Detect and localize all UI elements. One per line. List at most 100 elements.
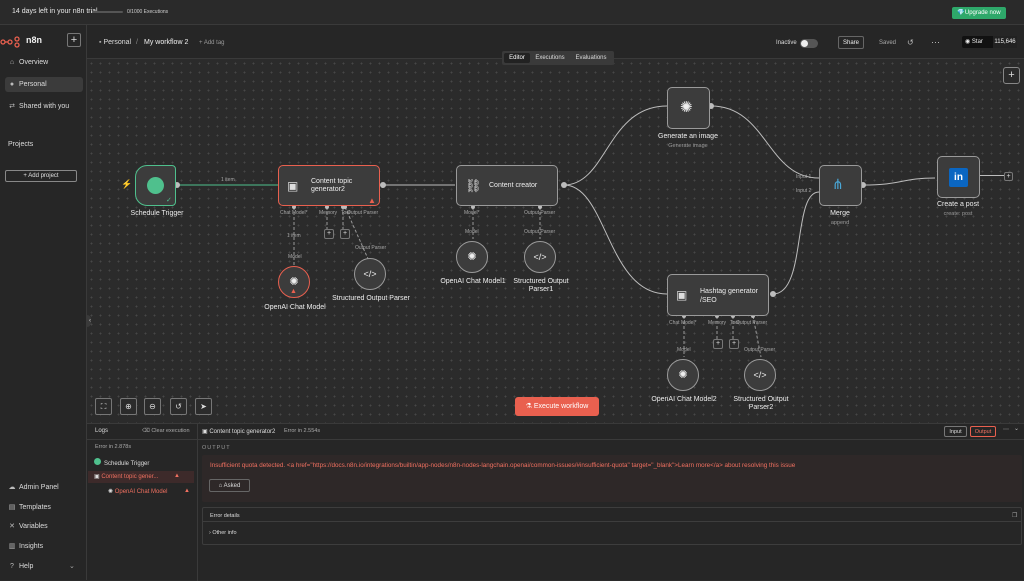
share-button[interactable]: Share	[838, 36, 864, 49]
collapse-sidebar-icon[interactable]: ‹	[87, 315, 91, 327]
error-message: Insufficient quota detected. <a href="ht…	[210, 462, 795, 469]
chevron-down-icon[interactable]: ⌄	[1014, 425, 1019, 432]
output-toggle-button[interactable]: Output	[970, 426, 996, 437]
node-content-creator[interactable]: ⛓ Content creator	[456, 165, 558, 206]
user-icon: ●	[7, 77, 17, 92]
breadcrumb[interactable]: ▪ Personal	[99, 39, 131, 46]
node-create-post[interactable]: in	[937, 156, 980, 198]
node-openai-chat-model2[interactable]: ✺	[667, 359, 699, 391]
create-button[interactable]: +	[67, 33, 81, 47]
tab-editor[interactable]: Editor	[504, 53, 530, 63]
more-options-icon[interactable]: ⋯	[931, 37, 940, 48]
openai-icon: ✺	[289, 276, 298, 288]
asked-button[interactable]: ⌂ Asked	[209, 479, 250, 492]
sidebar-item-admin-panel[interactable]: ☁Admin Panel	[5, 480, 83, 495]
clock-icon	[94, 458, 101, 465]
log-entry-openai[interactable]: ✺ OpenAI Chat Model▲	[108, 488, 167, 495]
openai-icon: ✺	[680, 98, 693, 116]
log-entry-ctg2[interactable]: ▣ Content topic gener...▲	[88, 471, 194, 483]
view-tabs: Editor Executions Evaluations	[502, 51, 614, 65]
node-label: Structured Output Parser	[331, 295, 411, 303]
cloud-icon: ☁	[7, 480, 17, 495]
node-label: Structured Output Parser1	[501, 278, 581, 294]
port-label: Output Parser	[347, 210, 378, 216]
sidebar-item-overview[interactable]: ⌂Overview	[5, 55, 83, 70]
add-memory-button[interactable]: +	[713, 339, 723, 349]
sidebar-item-insights[interactable]: ▥Insights	[5, 539, 83, 554]
executions-count: 0/1000 Executions	[127, 9, 168, 15]
zoom-out-icon[interactable]: ⊖	[144, 398, 161, 415]
other-info-toggle[interactable]: › Other info	[209, 530, 237, 536]
log-entry-schedule[interactable]: Schedule Trigger	[94, 458, 149, 467]
code-icon: </>	[363, 269, 376, 279]
add-memory-button[interactable]: +	[324, 229, 334, 239]
node-subtitle: append	[800, 220, 880, 226]
logs-header-divider	[87, 439, 1024, 440]
link-icon: ⛓	[465, 178, 482, 194]
node-label: Schedule Trigger	[117, 210, 197, 217]
add-tool-button[interactable]: +	[340, 229, 350, 239]
templates-icon: ▤	[7, 500, 17, 515]
node-structured-output-parser2[interactable]: </>	[744, 359, 776, 391]
node-merge[interactable]: ⋔	[819, 165, 862, 206]
clear-icon: ⌫	[142, 428, 151, 434]
node-structured-output-parser1[interactable]: </>	[524, 241, 556, 273]
sidebar-item-personal[interactable]: ●Personal	[5, 77, 83, 92]
openai-icon: ✺	[678, 369, 687, 381]
star-label: Star	[972, 39, 983, 45]
open-nodes-panel-button[interactable]: +	[1003, 67, 1020, 84]
reset-zoom-icon[interactable]: ↺	[170, 398, 187, 415]
trial-banner: 14 days left in your n8n trial 0/1000 Ex…	[0, 0, 1024, 25]
sidebar-item-templates[interactable]: ▤Templates	[5, 500, 83, 515]
node-structured-output-parser[interactable]: </>	[354, 258, 386, 290]
node-openai-chat-model1[interactable]: ✺	[456, 241, 488, 273]
add-project-button[interactable]: + Add project	[5, 170, 77, 182]
trial-text: 14 days left in your n8n trial	[12, 8, 98, 15]
input-toggle-button[interactable]: Input	[944, 426, 967, 437]
zoom-in-icon[interactable]: ⊕	[120, 398, 137, 415]
clear-execution-button[interactable]: ⌫ Clear execution	[142, 428, 190, 434]
share-icon: ⇄	[7, 99, 17, 114]
add-tool-button[interactable]: +	[729, 339, 739, 349]
port-label: Memory	[708, 320, 726, 326]
upgrade-button[interactable]: 💎Upgrade now	[952, 7, 1006, 19]
workflow-name[interactable]: My workflow 2	[144, 39, 188, 46]
node-generate-image[interactable]: ✺	[667, 87, 710, 129]
sidebar-item-help[interactable]: ?Help⌄	[5, 559, 83, 574]
edge-genimg-merge	[711, 106, 819, 178]
execute-workflow-button[interactable]: ⚗ Execute workflow	[515, 397, 599, 416]
options-icon[interactable]: ⋯	[1003, 426, 1009, 433]
node-hashtag-generator[interactable]: ▣ Hashtag generator /SEO	[667, 274, 769, 316]
sidebar-item-variables[interactable]: ✕Variables	[5, 519, 83, 534]
fit-view-icon[interactable]: ⛶	[95, 398, 112, 415]
tab-evaluations[interactable]: Evaluations	[570, 53, 612, 63]
edge-label: 1 item	[287, 233, 301, 239]
active-toggle[interactable]	[800, 39, 818, 48]
node-content-topic-generator2[interactable]: ▣ Content topic generator2 ▲	[278, 165, 380, 206]
code-icon: </>	[753, 370, 766, 380]
edge-label: 1 item	[221, 177, 235, 183]
sidebar-item-shared[interactable]: ⇄Shared with you	[5, 99, 83, 114]
add-tag-button[interactable]: + Add tag	[199, 40, 225, 46]
history-icon[interactable]: ↺	[907, 38, 914, 47]
port-label: Input 1	[796, 174, 811, 180]
workflow-canvas[interactable]: 1 item 1 item ⚡ ✓ Schedule Trigger ▣ Con…	[87, 59, 1024, 423]
tab-executions[interactable]: Executions	[532, 53, 568, 63]
variables-icon: ✕	[7, 519, 17, 534]
sidebar-item-label: Help	[19, 563, 33, 570]
port-label: Model	[288, 254, 302, 260]
node-openai-chat-model[interactable]: ✺▲	[278, 266, 310, 298]
brand-name: n8n	[26, 35, 42, 45]
port-label: Output Parser	[524, 229, 555, 235]
copy-icon[interactable]: ❐	[1012, 512, 1017, 519]
breadcrumb-separator: /	[136, 39, 138, 46]
sidebar-item-label: Shared with you	[19, 103, 69, 110]
robot-icon: ▣	[287, 179, 298, 193]
log-entry-label: Schedule Trigger	[104, 461, 149, 467]
node-schedule-trigger[interactable]: ✓	[135, 165, 176, 206]
linkedin-icon: in	[949, 168, 968, 187]
logs-error-time: Error in 2.878s	[95, 444, 131, 450]
add-next-node-button[interactable]: +	[1004, 172, 1013, 181]
pointer-tool-icon[interactable]: ➤	[195, 398, 212, 415]
